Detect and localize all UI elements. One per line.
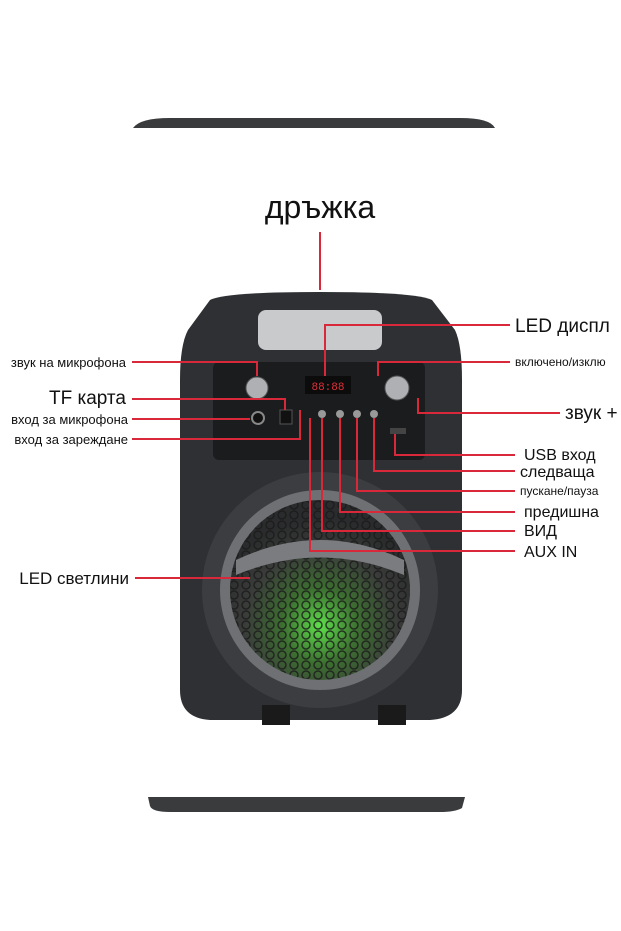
display-readout: 88:88 <box>311 382 344 394</box>
label-power: включено/изклю <box>515 355 606 369</box>
mic-volume-knob <box>245 376 269 400</box>
label-usb-input: USB вход <box>524 447 596 464</box>
mode-button <box>318 410 326 418</box>
bottom-bar <box>148 797 465 812</box>
grill-band <box>236 540 404 575</box>
label-mic-input: вход за микрофона <box>11 412 129 427</box>
tf-slot <box>279 409 293 425</box>
prev-button <box>336 410 344 418</box>
usb-port <box>390 428 406 434</box>
mic-jack <box>251 411 265 425</box>
foot-left <box>262 705 290 725</box>
play-button <box>353 410 361 418</box>
next-button <box>370 410 378 418</box>
label-volume: звук + <box>565 403 618 424</box>
foot-right <box>378 705 406 725</box>
label-aux-in: AUX IN <box>524 544 577 561</box>
label-play-pause: пускане/пауза <box>520 484 599 498</box>
label-mode: ВИД <box>524 523 557 540</box>
volume-knob <box>384 375 410 401</box>
label-mic-volume: звук на микрофона <box>11 355 127 370</box>
label-tf-card: TF карта <box>49 388 126 409</box>
handle-opening <box>258 310 382 350</box>
label-next: следваща <box>520 464 595 481</box>
led-display <box>305 376 351 394</box>
label-led-lights: LED светлини <box>19 569 129 588</box>
label-handle: дръжка <box>265 189 376 225</box>
label-charging-input: вход за зареждане <box>14 432 128 447</box>
label-led-display: LED диспл <box>515 316 610 337</box>
top-handle-bar <box>133 118 495 128</box>
callout-lines <box>132 232 560 579</box>
label-previous: предишна <box>524 504 599 521</box>
